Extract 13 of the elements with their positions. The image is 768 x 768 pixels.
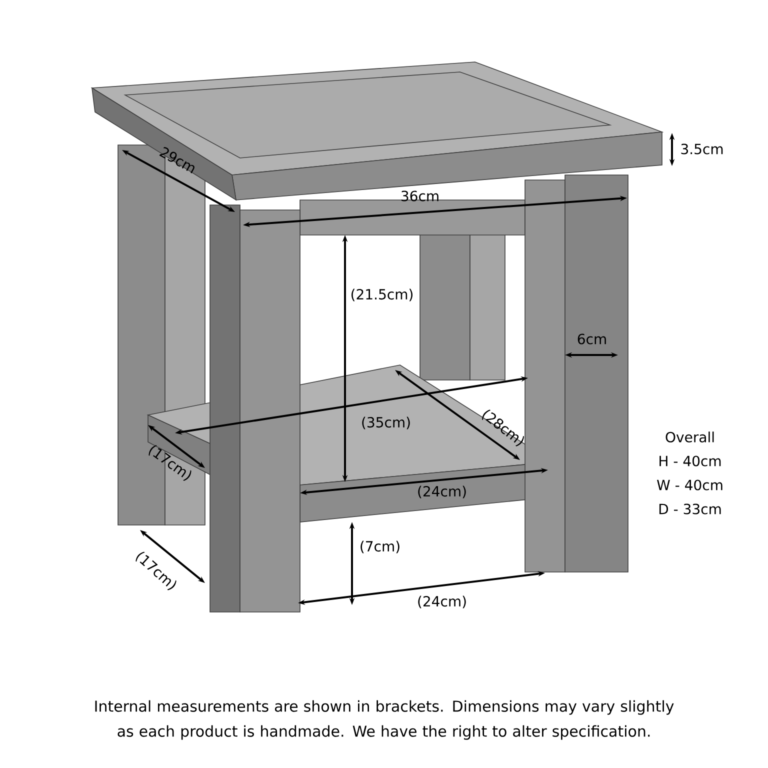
dimension-label: (24cm) [418, 596, 466, 608]
dimension-label: (21.5cm) [352, 288, 413, 302]
dimension-label: 36cm [402, 190, 438, 202]
overall-dimension: W - 40cm [657, 480, 722, 490]
dimension-label: (35cm) [362, 416, 410, 430]
overall-dimension: Overall [666, 432, 714, 442]
caption: Internal measurements are shown in brackets. Dimensions may vary slightly as each product is handmade. We have the right to alter specification. [95, 700, 674, 740]
overall-dimension: H - 40cm [660, 456, 721, 466]
overall-dimension: D - 33cm [659, 504, 721, 514]
dimension-label: 6cm [578, 334, 606, 344]
dimension-label: (24cm) [418, 486, 466, 498]
dimension-label: 3.5cm [681, 144, 723, 154]
dimension-label: (7cm) [360, 540, 400, 554]
